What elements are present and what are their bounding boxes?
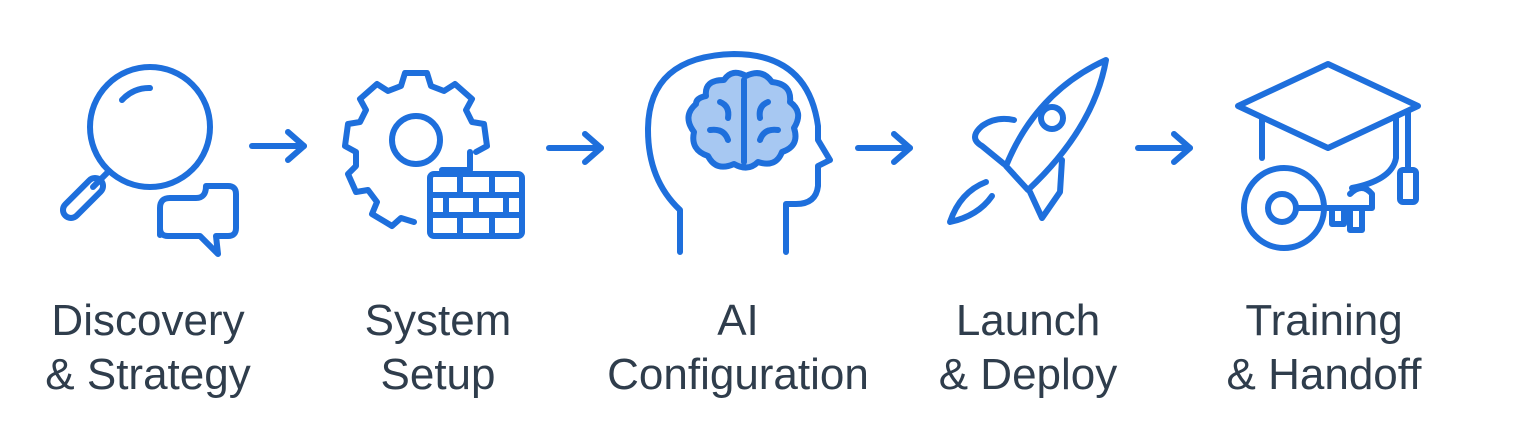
step-label-line1: AI (717, 296, 759, 345)
step-label-line2: & Handoff (1226, 350, 1422, 399)
graduation-cap-key-icon (1232, 60, 1432, 280)
step-label-line1: Discovery (51, 296, 245, 345)
head-brain-icon (640, 40, 840, 260)
step-label-ai-configuration: AI Configuration (568, 294, 908, 402)
step-label-line2: Setup (380, 350, 496, 399)
magnifier-chat-icon (50, 60, 250, 260)
arrow-right-icon (248, 128, 310, 164)
arrow-right-icon (854, 130, 916, 166)
step-label-line2: & Deploy (938, 350, 1118, 399)
step-label-line1: Training (1245, 296, 1403, 345)
step-label-line2: & Strategy (45, 350, 251, 399)
step-label-line1: Launch (955, 296, 1101, 345)
step-label-launch-deploy: Launch & Deploy (858, 294, 1198, 402)
step-label-system-setup: System Setup (268, 294, 608, 402)
step-label-discovery-strategy: Discovery & Strategy (0, 294, 318, 402)
arrow-right-icon (545, 130, 607, 166)
step-label-line1: System (364, 296, 512, 345)
step-label-line2: Configuration (607, 350, 869, 399)
arrow-right-icon (1134, 130, 1196, 166)
rocket-icon (946, 52, 1116, 232)
gear-blocks-icon (342, 62, 532, 242)
step-label-training-handoff: Training & Handoff (1154, 294, 1494, 402)
